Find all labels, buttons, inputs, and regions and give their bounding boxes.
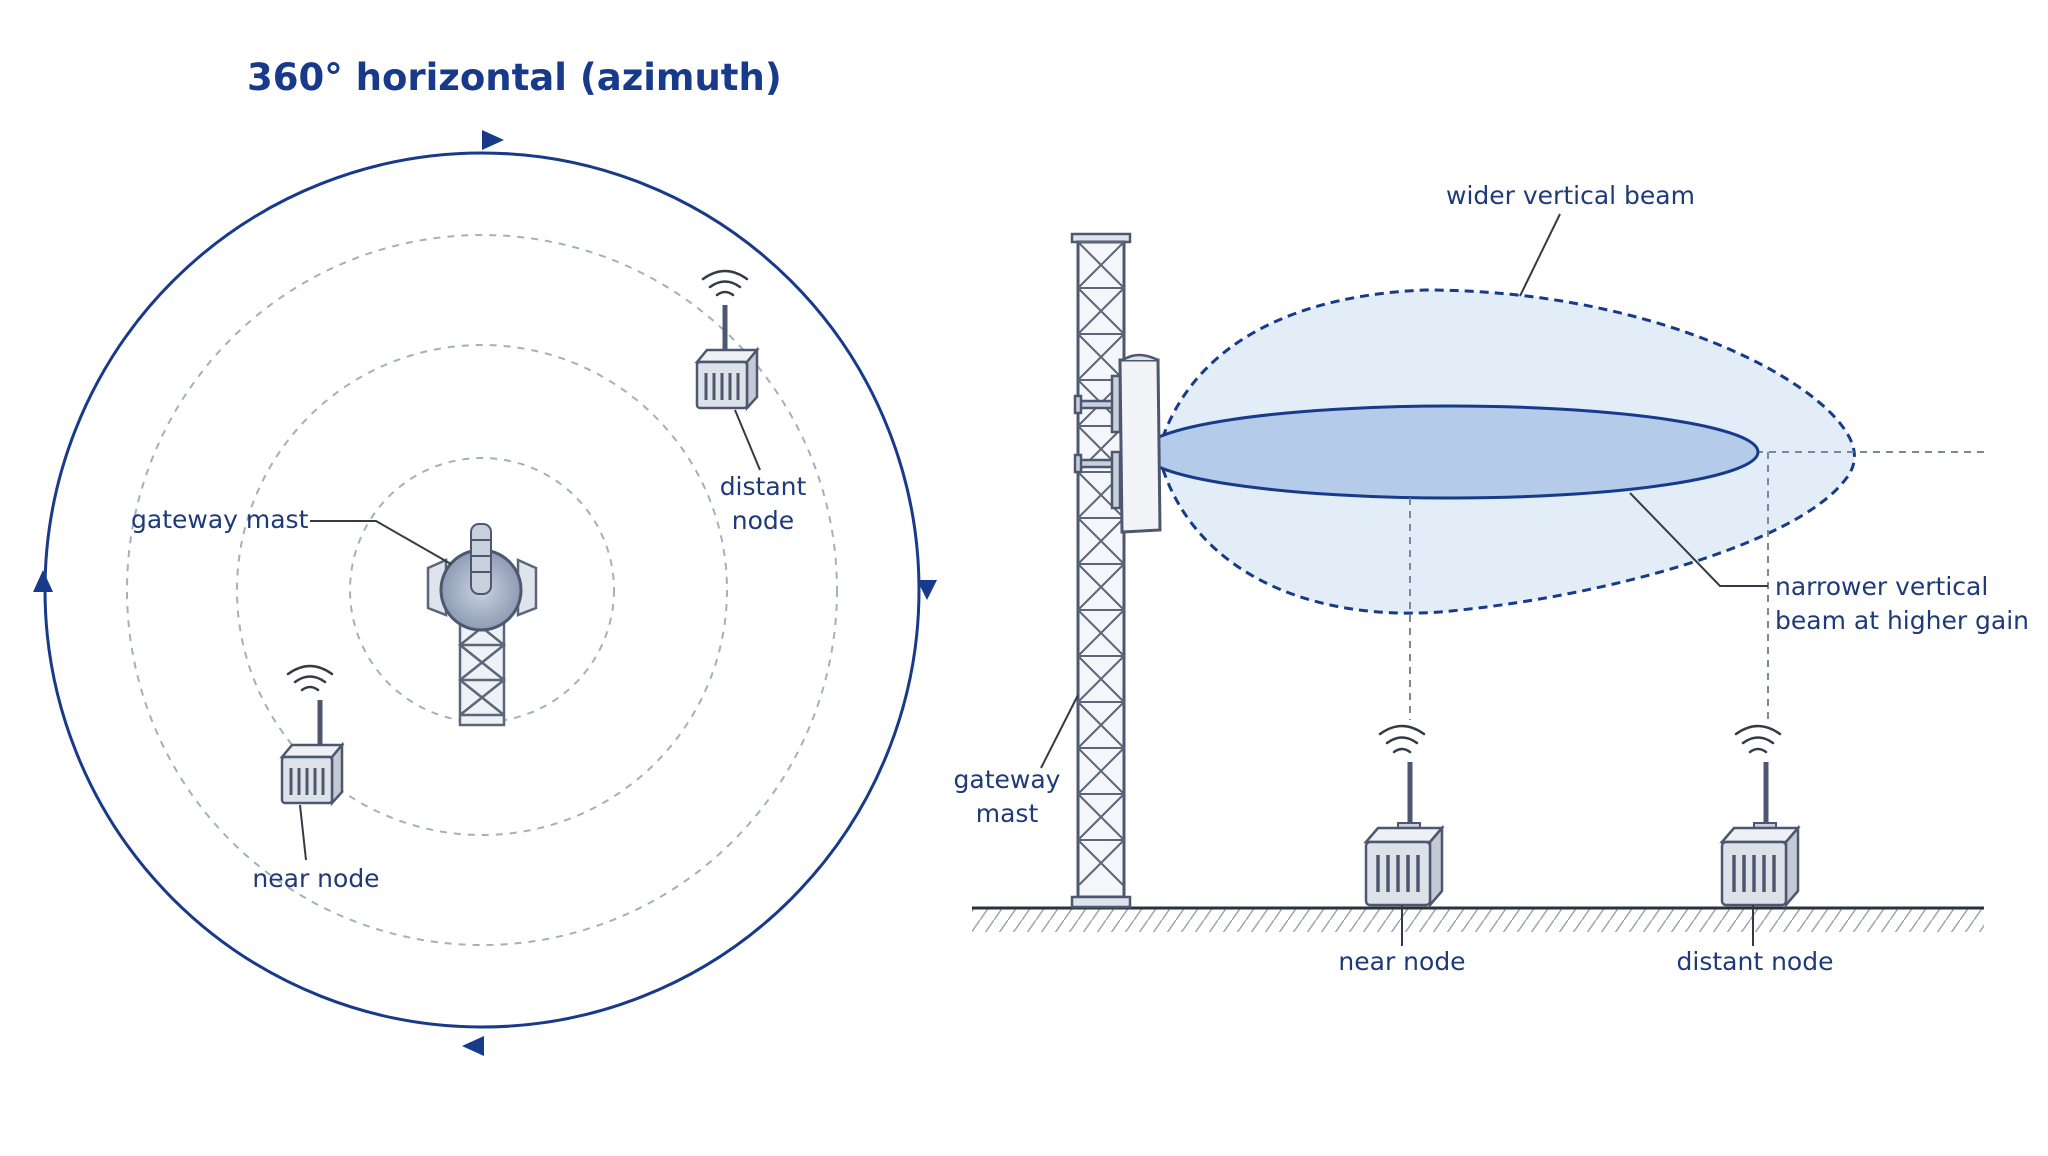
azimuth-arrow-bottom (462, 1036, 484, 1056)
gateway-mast-side-view (1070, 232, 1162, 909)
signal-icon (1734, 724, 1782, 754)
coverage-ring-4 (126, 234, 838, 946)
leader-narrower-beam (1629, 492, 1768, 587)
signal-icon (286, 664, 334, 692)
coverage-ring-3 (236, 344, 728, 836)
azimuth-view (33, 130, 937, 1056)
azimuth-title: 360° horizontal (azimuth) (247, 56, 782, 99)
leader-gateway-mast-right (1040, 694, 1079, 769)
label-wider-vertical-beam: wider vertical beam (1446, 181, 1695, 210)
ground-hatch (972, 908, 1984, 932)
label-gateway-mast-right-line1: gateway (953, 765, 1061, 794)
label-distant-node-left-line2: node (731, 506, 795, 535)
distant-node-right (1719, 724, 1801, 909)
label-near-node-right: near node (1338, 947, 1466, 976)
signal-icon (701, 269, 749, 297)
label-near-node-left: near node (252, 864, 380, 893)
leader-gateway-mast-left (310, 520, 452, 565)
leader-distant-node-left (734, 409, 761, 471)
azimuth-arrow-right (917, 580, 937, 600)
near-node-left (279, 664, 345, 807)
leader-near-node-left (299, 804, 307, 861)
azimuth-arrow-left (33, 570, 53, 592)
label-narrower-beam-line1: narrower vertical (1775, 572, 1989, 601)
distant-node-left (694, 269, 760, 412)
elevation-view (972, 213, 1988, 946)
coverage-ring-2 (349, 457, 615, 723)
leader-wider-beam (1519, 213, 1561, 297)
azimuth-arrow-top (482, 130, 504, 150)
label-distant-node-left: distant node (708, 470, 818, 538)
coverage-rings (126, 234, 838, 946)
label-gateway-mast-left: gateway mast (131, 505, 309, 534)
label-distant-node-right: distant node (1676, 947, 1834, 976)
gateway-mast-top-view (426, 523, 538, 727)
label-gateway-mast-right-line2: mast (975, 799, 1039, 828)
label-distant-node-left-line1: distant (719, 472, 807, 501)
label-gateway-mast-right: gateway mast (942, 763, 1072, 831)
near-node-right (1363, 724, 1445, 909)
label-narrower-vertical-beam: narrower vertical beam at higher gain (1775, 570, 2029, 638)
signal-icon (1378, 724, 1426, 754)
narrower-vertical-beam (1140, 404, 1760, 500)
label-narrower-beam-line2: beam at higher gain (1775, 606, 2030, 635)
mast-antenna-stack (470, 523, 492, 595)
panel-antenna (1118, 358, 1162, 534)
